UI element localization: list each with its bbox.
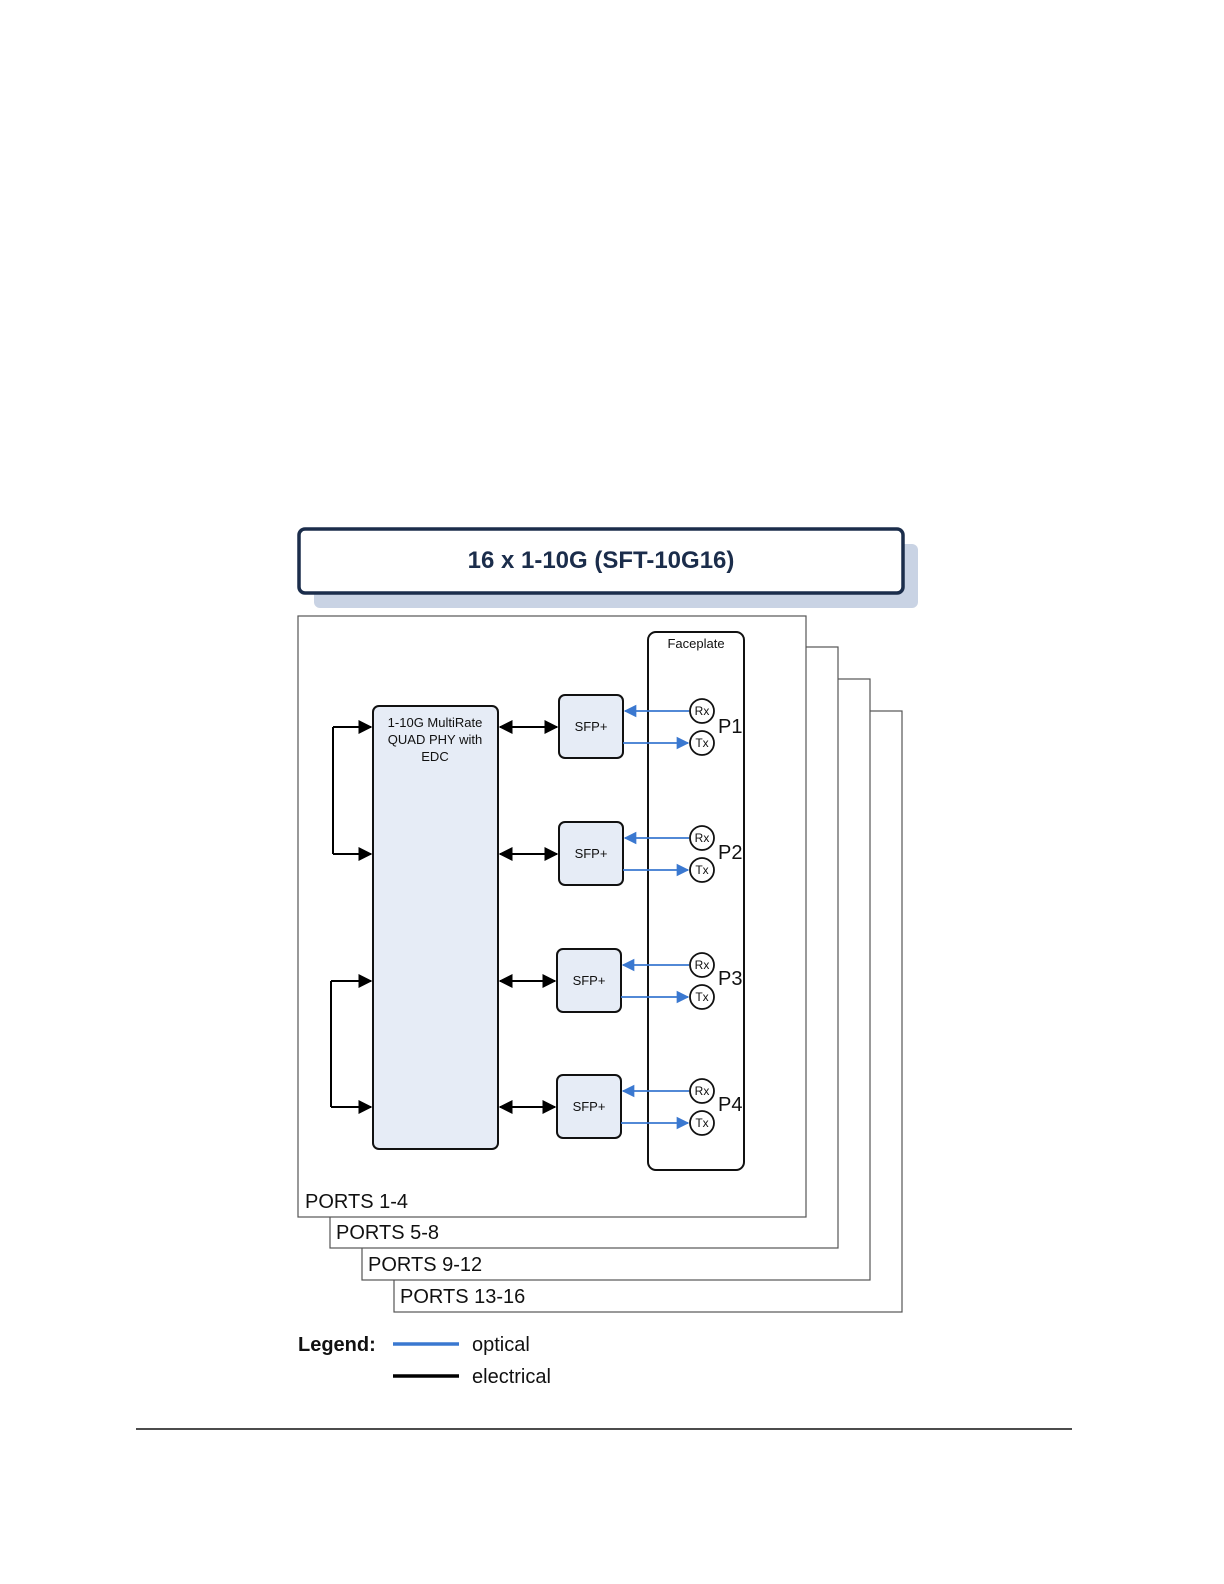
phy-block: 1-10G MultiRate QUAD PHY with EDC	[373, 706, 498, 1149]
rx-label: Rx	[695, 958, 710, 972]
sfp-label: SFP+	[575, 719, 608, 734]
legend-optical-label: optical	[472, 1334, 530, 1356]
sfp-label: SFP+	[575, 846, 608, 861]
legend-heading: Legend:	[298, 1334, 376, 1356]
rx-label: Rx	[695, 704, 710, 718]
rx-label: Rx	[695, 1084, 710, 1098]
port-label: P4	[718, 1094, 742, 1116]
faceplate-label: Faceplate	[667, 636, 724, 651]
rx-label: Rx	[695, 831, 710, 845]
phy-label-line-3: EDC	[421, 749, 448, 764]
sfp-label: SFP+	[573, 973, 606, 988]
port-group-label: PORTS 5-8	[336, 1222, 439, 1244]
sfp-label: SFP+	[573, 1099, 606, 1114]
tx-label: Tx	[695, 863, 708, 877]
port-label: P3	[718, 968, 742, 990]
title-box: 16 x 1-10G (SFT-10G16)	[299, 529, 918, 608]
tx-label: Tx	[695, 736, 708, 750]
port-group-label: PORTS 9-12	[368, 1254, 482, 1276]
phy-label-line-2: QUAD PHY with	[388, 732, 482, 747]
legend: Legend: optical electrical	[298, 1334, 551, 1388]
diagram-title: 16 x 1-10G (SFT-10G16)	[468, 547, 735, 574]
port-label: P2	[718, 842, 742, 864]
port-group-label: PORTS 1-4	[305, 1191, 408, 1213]
tx-label: Tx	[695, 990, 708, 1004]
legend-electrical-label: electrical	[472, 1366, 551, 1388]
port-group-label: PORTS 13-16	[400, 1286, 525, 1308]
port-label: P1	[718, 716, 742, 738]
tx-label: Tx	[695, 1116, 708, 1130]
phy-label-line-1: 1-10G MultiRate	[388, 715, 483, 730]
